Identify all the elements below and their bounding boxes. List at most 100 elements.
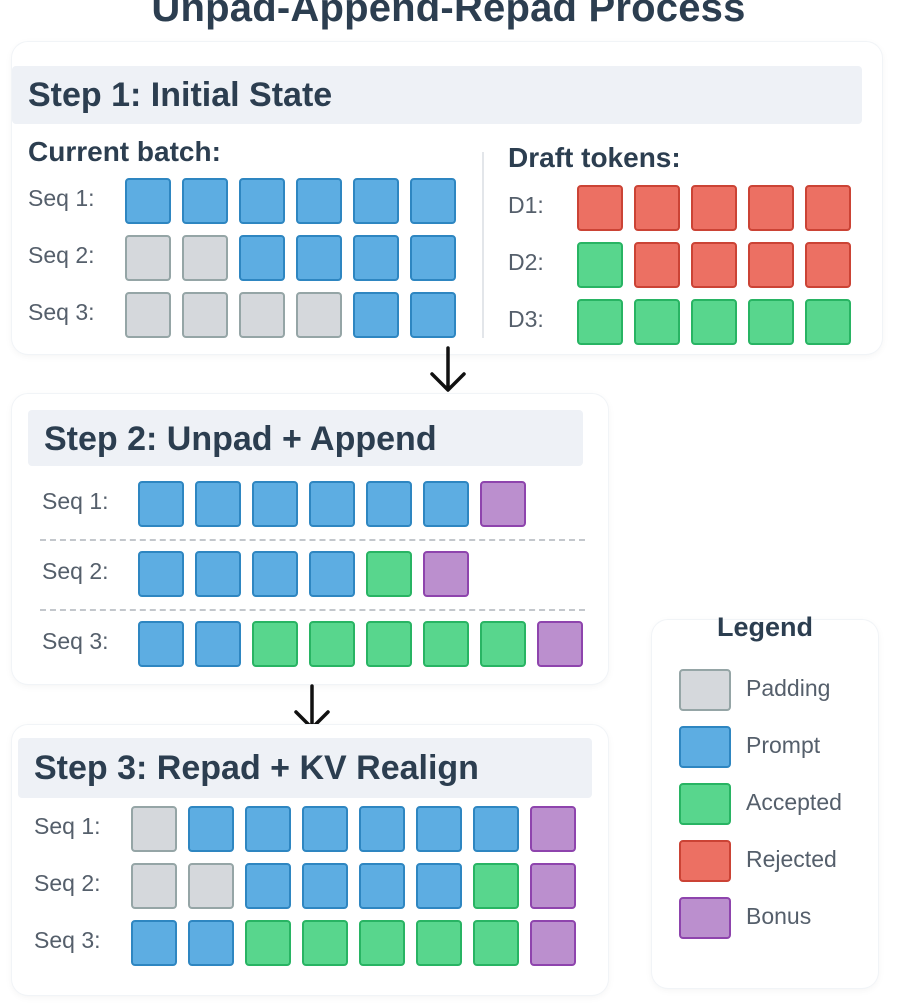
prompt-token xyxy=(423,481,469,527)
legend-label-rejected: Rejected xyxy=(746,846,837,872)
legend-label-bonus: Bonus xyxy=(746,903,812,929)
prompt-token xyxy=(296,178,342,224)
prompt-token xyxy=(366,481,412,527)
prompt-token xyxy=(239,178,285,224)
accepted-token xyxy=(245,920,291,966)
prompt-token xyxy=(410,292,456,338)
step2-heading: Step 2: Unpad + Append xyxy=(28,410,583,466)
prompt-token xyxy=(309,551,355,597)
prompt-token xyxy=(410,235,456,281)
legend-swatch-accepted xyxy=(679,783,731,825)
accepted-token xyxy=(309,621,355,667)
rejected-token xyxy=(577,185,623,231)
accepted-token xyxy=(577,299,623,345)
row-label: Seq 3: xyxy=(28,299,95,325)
legend-swatch-prompt xyxy=(679,726,731,768)
accepted-token xyxy=(473,863,519,909)
padding-token xyxy=(182,235,228,281)
prompt-token xyxy=(138,481,184,527)
step1-heading: Step 1: Initial State xyxy=(12,66,862,124)
prompt-token xyxy=(302,863,348,909)
accepted-token xyxy=(691,299,737,345)
row-label: D3: xyxy=(508,306,544,332)
bonus-token xyxy=(530,920,576,966)
row-label: Seq 2: xyxy=(42,558,109,584)
row-label: Seq 1: xyxy=(28,185,95,211)
legend-title: Legend xyxy=(716,612,813,642)
padding-token xyxy=(125,292,171,338)
step3-heading: Step 3: Repad + KV Realign xyxy=(18,738,592,798)
accepted-token xyxy=(577,242,623,288)
prompt-token xyxy=(416,863,462,909)
row-label: Seq 2: xyxy=(28,242,95,268)
rejected-token xyxy=(748,185,794,231)
rejected-token xyxy=(805,242,851,288)
draft-tokens-label: Draft tokens: xyxy=(508,142,681,173)
prompt-token xyxy=(302,806,348,852)
prompt-token xyxy=(473,806,519,852)
row-label: Seq 3: xyxy=(42,628,109,654)
prompt-token xyxy=(138,551,184,597)
padding-token xyxy=(182,292,228,338)
accepted-token xyxy=(634,299,680,345)
rejected-token xyxy=(805,185,851,231)
row-label: D1: xyxy=(508,192,544,218)
prompt-token xyxy=(353,178,399,224)
accepted-token xyxy=(359,920,405,966)
current-batch-label: Current batch: xyxy=(28,136,221,167)
rejected-token xyxy=(691,185,737,231)
rejected-token xyxy=(691,242,737,288)
row-label: Seq 2: xyxy=(34,870,101,896)
legend-label-accepted: Accepted xyxy=(746,789,842,815)
prompt-token xyxy=(188,806,234,852)
accepted-token xyxy=(366,621,412,667)
down-arrow-icon xyxy=(430,346,466,392)
prompt-token xyxy=(252,481,298,527)
prompt-token xyxy=(195,481,241,527)
bonus-token xyxy=(423,551,469,597)
prompt-token xyxy=(188,920,234,966)
padding-token xyxy=(239,292,285,338)
legend-swatch-rejected xyxy=(679,840,731,882)
prompt-token xyxy=(359,806,405,852)
diagram-title: Unpad-Append-Repad Process xyxy=(151,0,746,30)
prompt-token xyxy=(353,292,399,338)
row-label: Seq 3: xyxy=(34,927,101,953)
prompt-token xyxy=(195,551,241,597)
accepted-token xyxy=(423,621,469,667)
bonus-token xyxy=(480,481,526,527)
accepted-token xyxy=(480,621,526,667)
accepted-token xyxy=(416,920,462,966)
row-label: Seq 1: xyxy=(34,813,101,839)
accepted-token xyxy=(366,551,412,597)
row-label: D2: xyxy=(508,249,544,275)
padding-token xyxy=(131,863,177,909)
accepted-token xyxy=(748,299,794,345)
prompt-token xyxy=(125,178,171,224)
step2-separator xyxy=(40,539,585,541)
prompt-token xyxy=(416,806,462,852)
padding-token xyxy=(125,235,171,281)
bonus-token xyxy=(537,621,583,667)
legend-swatch-bonus xyxy=(679,897,731,939)
padding-token xyxy=(131,806,177,852)
prompt-token xyxy=(195,621,241,667)
legend-swatch-padding xyxy=(679,669,731,711)
prompt-token xyxy=(245,806,291,852)
legend-label-prompt: Prompt xyxy=(746,732,821,758)
prompt-token xyxy=(296,235,342,281)
bonus-token xyxy=(530,806,576,852)
prompt-token xyxy=(410,178,456,224)
step1-divider xyxy=(482,152,484,338)
accepted-token xyxy=(302,920,348,966)
legend-label-padding: Padding xyxy=(746,675,831,701)
padding-token xyxy=(188,863,234,909)
rejected-token xyxy=(634,242,680,288)
rejected-token xyxy=(634,185,680,231)
prompt-token xyxy=(359,863,405,909)
step2-separator xyxy=(40,609,585,611)
prompt-token xyxy=(239,235,285,281)
prompt-token xyxy=(245,863,291,909)
prompt-token xyxy=(309,481,355,527)
accepted-token xyxy=(473,920,519,966)
